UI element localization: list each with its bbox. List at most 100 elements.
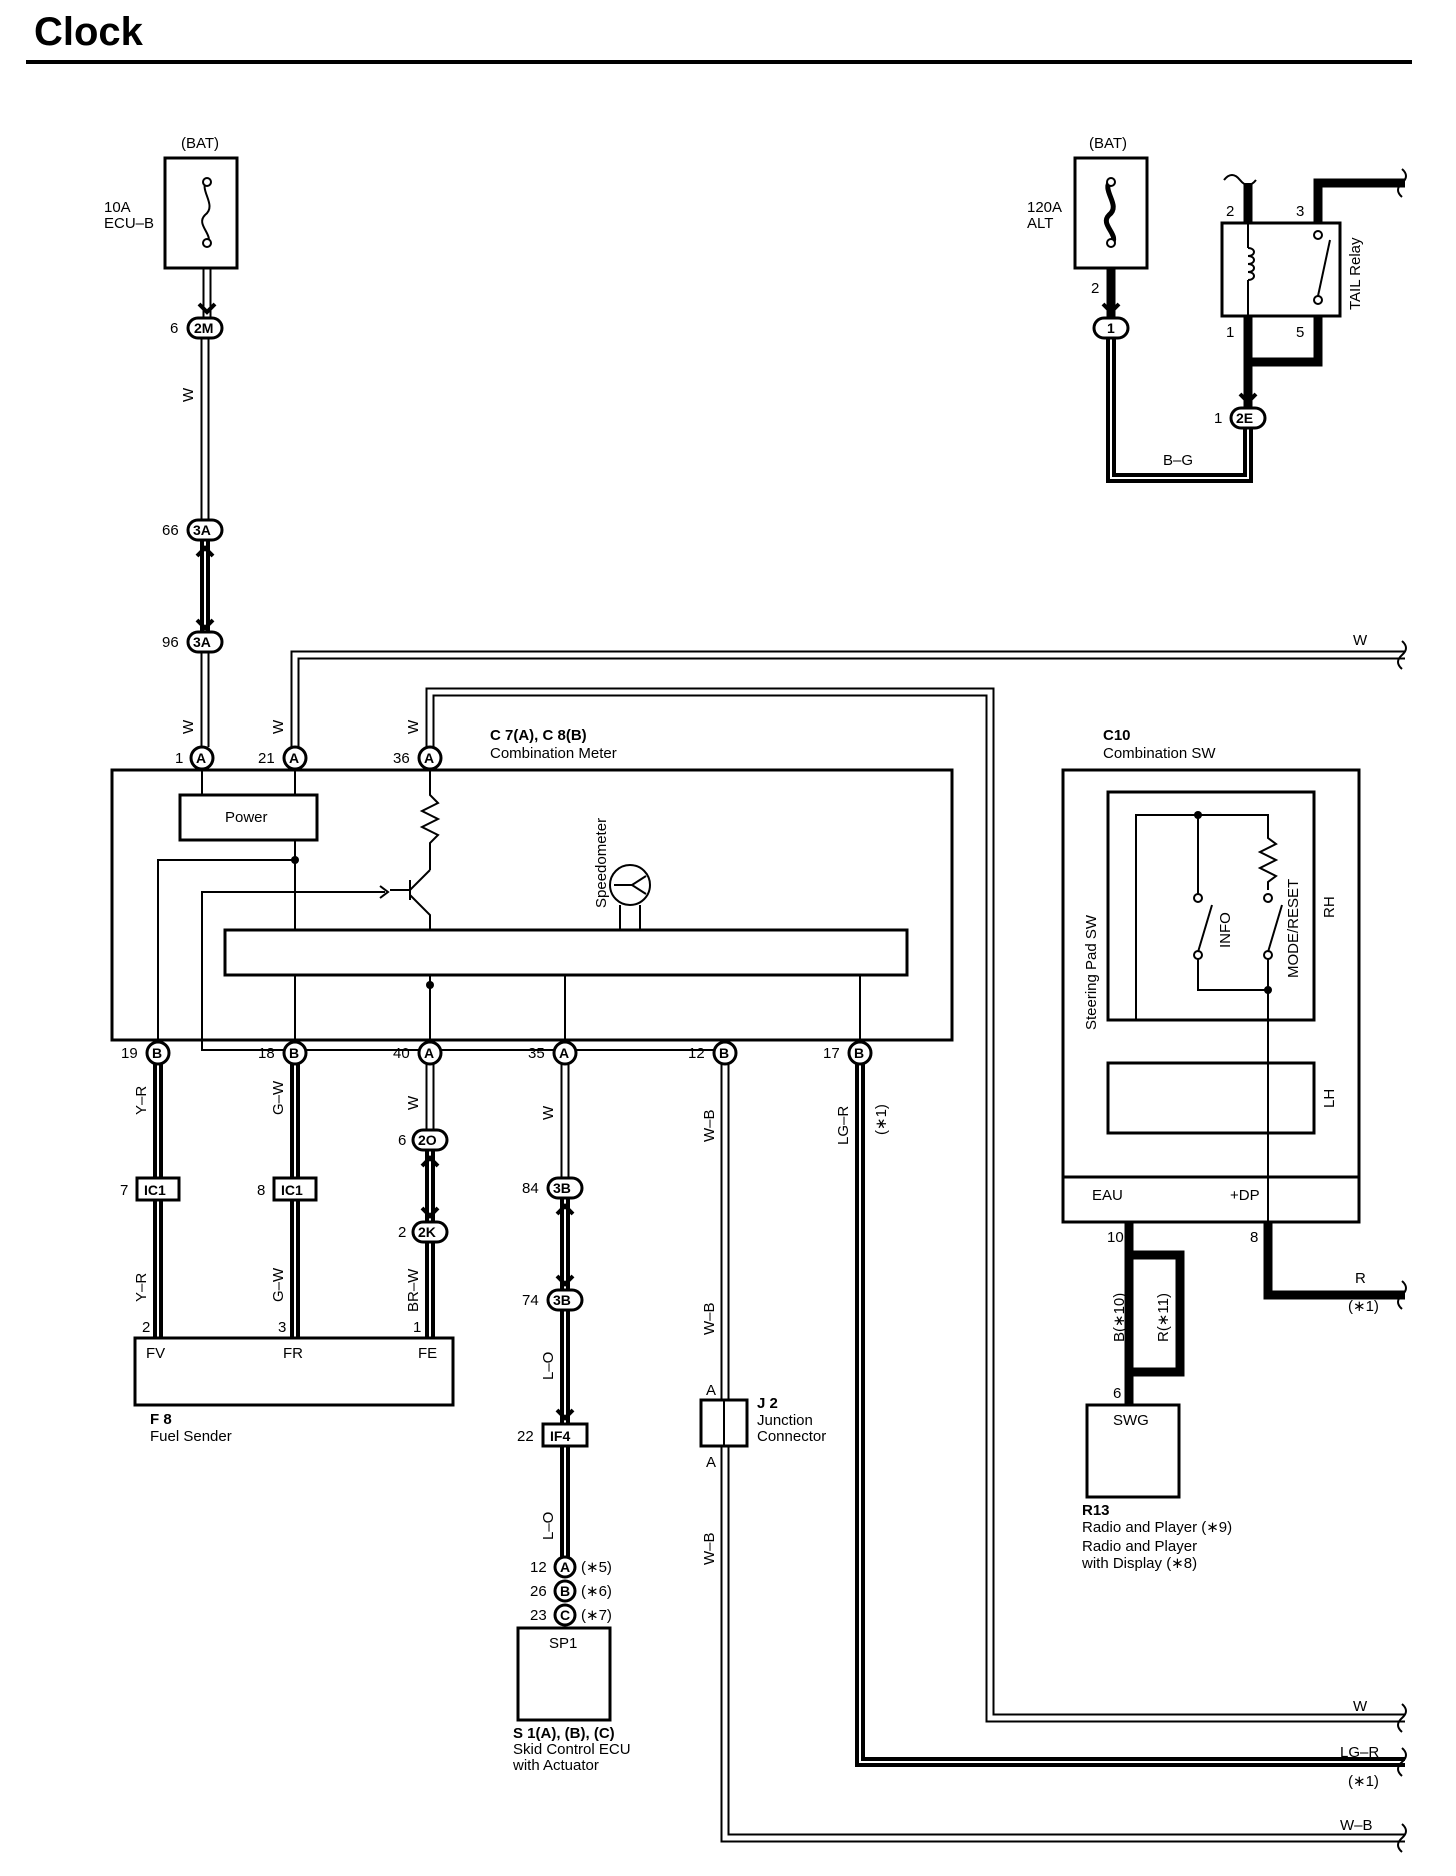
connector-arrow-mark [1238, 392, 1258, 405]
fuse-alt-terminal-bottom [1106, 238, 1116, 248]
meter-internal-bus [223, 928, 909, 977]
fuse-ecub-name: ECU–B [104, 215, 154, 232]
svg-text:A: A [424, 750, 434, 766]
wire-label-bg: B–G [1163, 452, 1193, 469]
connector-2m: 2M 6 [170, 316, 224, 340]
fuel-sender-fv: FV [146, 1345, 165, 1362]
skid-ecu-line1: Skid Control ECU [513, 1741, 631, 1758]
wire-label-r: R [1355, 1270, 1366, 1287]
connector-arrow-mark [555, 1274, 575, 1287]
meter-pin-19b: B 19 [121, 1040, 171, 1066]
radio-pin: 6 [1113, 1385, 1121, 1402]
svg-text:IF4: IF4 [550, 1428, 570, 1444]
connector-ic1-right: IC1 8 [257, 1176, 318, 1202]
svg-text:2M: 2M [194, 320, 213, 336]
meter-pin-35a: A 35 [528, 1040, 578, 1066]
skid-pin-12a: A 12 (∗5) [530, 1555, 612, 1579]
radio-and-player: SWG 6 R13 Radio and Player (∗9) Radio an… [1081, 1385, 1232, 1572]
svg-text:2O: 2O [418, 1132, 437, 1148]
svg-text:3B: 3B [553, 1180, 571, 1196]
exit-label-wb: W–B [1340, 1817, 1373, 1834]
wire-label-gw-2: G–W [270, 1267, 287, 1302]
fuel-sender: FV FR FE 2 3 1 F 8 Fuel Sender [133, 1319, 455, 1445]
fuse-alt-element [1104, 178, 1116, 247]
meter-name: Combination Meter [490, 745, 617, 762]
wire-label-r11: R(∗11) [1155, 1293, 1172, 1342]
svg-text:2: 2 [398, 1224, 406, 1241]
connector-layer: 2M 6 3A 66 3A 96 A 1 A 21 A 36 [120, 316, 1267, 1627]
wire-break-mark [1397, 168, 1407, 198]
meter-power-block [178, 793, 319, 842]
radio-label: SWG [1113, 1412, 1149, 1429]
svg-text:3B: 3B [553, 1292, 571, 1308]
wire-w-top-exit [290, 650, 1405, 747]
wire-w-bottom-exit [425, 687, 1405, 1723]
fuse-alt-name: ALT [1027, 215, 1053, 232]
info-label: INFO [1217, 912, 1234, 948]
svg-text:96: 96 [162, 634, 179, 651]
speedometer-label: Speedometer [593, 818, 610, 908]
fuse-ecub-terminal-top [202, 177, 212, 187]
fuse-ecub-box [163, 156, 239, 270]
svg-text:19: 19 [121, 1045, 138, 1062]
svg-text:A: A [196, 750, 206, 766]
wire-break-mark [1397, 640, 1407, 670]
fuel-sender-name: Fuel Sender [150, 1428, 232, 1445]
connector-arrow-mark [197, 302, 217, 315]
skid-ecu-id: S 1(A), (B), (C) [513, 1725, 615, 1742]
svg-text:IC1: IC1 [281, 1182, 303, 1198]
wire-r11 [1129, 1250, 1185, 1377]
steering-pad-lh-block [1106, 1061, 1316, 1135]
connector-arrow-mark [420, 1155, 440, 1168]
svg-text:C: C [560, 1607, 570, 1623]
radio-line3: with Display (∗8) [1081, 1555, 1197, 1572]
svg-text:8: 8 [257, 1182, 265, 1199]
fuel-sender-pin-fv: 2 [142, 1319, 150, 1336]
radio-box [1085, 1403, 1181, 1499]
skid-pin-23c: C 23 (∗7) [530, 1603, 612, 1627]
svg-text:B: B [152, 1045, 162, 1061]
fuse-alt: (BAT) 120A ALT 2 [1027, 135, 1149, 297]
svg-text:21: 21 [258, 750, 275, 767]
fuse-alt-source: (BAT) [1089, 135, 1127, 152]
svg-text:36: 36 [393, 750, 410, 767]
svg-text:26: 26 [530, 1583, 547, 1600]
svg-text:B: B [854, 1045, 864, 1061]
svg-text:12: 12 [530, 1559, 547, 1576]
mode-reset-label: MODE/RESET [1285, 879, 1302, 978]
meter-pin-17b: B 17 [823, 1040, 873, 1066]
connector-alt-1: 1 [1092, 316, 1130, 340]
svg-text:18: 18 [258, 1045, 275, 1062]
svg-text:IC1: IC1 [144, 1182, 166, 1198]
junction-connector: A A J 2 Junction Connector [699, 1382, 826, 1471]
wire-lgr [855, 1064, 1405, 1767]
junction-pin-a-top: A [706, 1382, 716, 1399]
tail-relay: 2 3 1 5 TAIL Relay [1220, 174, 1364, 341]
connector-3b-74: 3B 74 [522, 1288, 584, 1312]
fuse-ecub-rating: 10A [104, 199, 131, 216]
wire-label-gw-1: G–W [270, 1080, 287, 1115]
connector-2e: 2E 1 [1214, 406, 1267, 430]
svg-text:74: 74 [522, 1292, 539, 1309]
tail-relay-pin5: 5 [1296, 324, 1304, 341]
wire-label-wb-2: W–B [701, 1302, 718, 1335]
svg-text:66: 66 [162, 522, 179, 539]
fuel-sender-pin-fr: 3 [278, 1319, 286, 1336]
connector-3b-84: 3B 84 [522, 1176, 584, 1200]
svg-text:A: A [424, 1045, 434, 1061]
svg-text:B: B [719, 1045, 729, 1061]
connector-ic1-left: IC1 7 [120, 1176, 181, 1202]
lh-label: LH [1321, 1089, 1338, 1108]
tail-relay-contact [1317, 239, 1331, 297]
combination-meter: Power Speedometer C 7(A), C 8(B) Combina… [110, 727, 954, 1051]
combination-switch-name: Combination SW [1103, 745, 1216, 762]
wire-label-lo-1: L–O [540, 1352, 557, 1380]
svg-text:1: 1 [175, 750, 183, 767]
wire-break-mark [1397, 1823, 1407, 1853]
mode-reset-switch [1267, 904, 1283, 953]
radio-line1: Radio and Player (∗9) [1082, 1519, 1232, 1536]
wire-label-wb-1: W–B [701, 1109, 718, 1142]
tail-relay-coil [1247, 247, 1255, 281]
connector-2o: 2O 6 [398, 1128, 449, 1152]
fuse-ecub-source: (BAT) [181, 135, 219, 152]
